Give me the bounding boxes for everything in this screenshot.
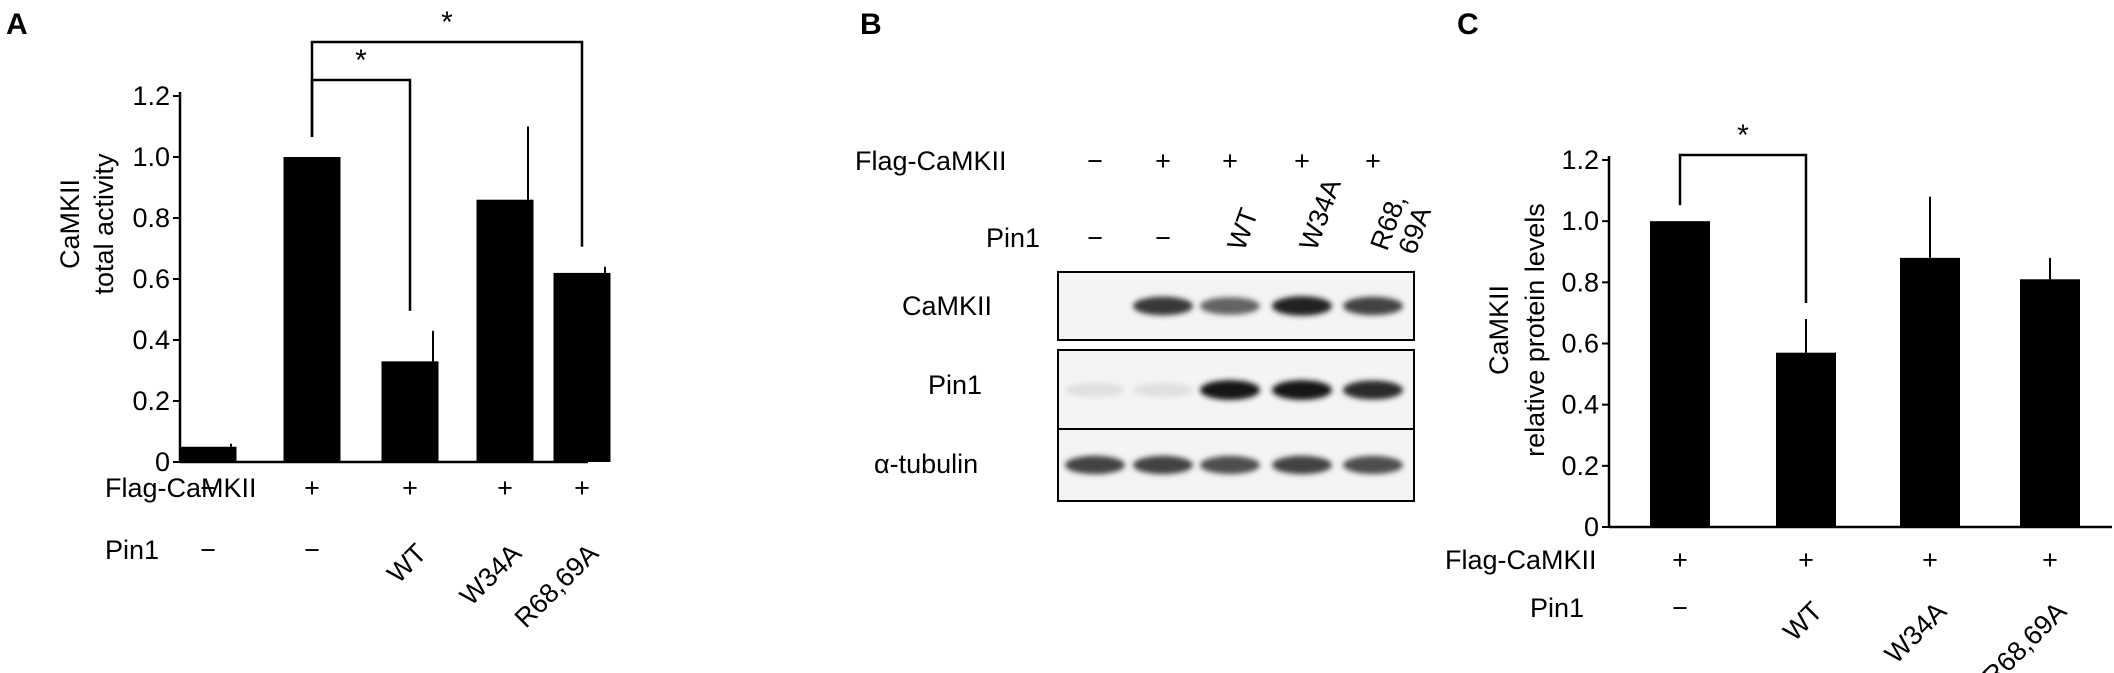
panel-c-flag-sign: + [1922, 545, 1938, 575]
panel-a-pin1-variant: R68,69A [509, 538, 605, 634]
panel-a-pin1-variant: WT [381, 538, 432, 589]
panel-a-significance-label: * [355, 44, 367, 77]
panel-a-significance-bracket [310, 40, 584, 247]
panel-c-y-tick-label: 0.2 [1561, 451, 1599, 481]
panel-a-y-tick-label: 0.6 [132, 264, 170, 294]
panel-a-bar [553, 272, 611, 462]
panel-c-bar [1776, 352, 1836, 527]
blot-row-label-pin1: Pin1 [928, 370, 982, 400]
panel-a-pin1-sign: − [304, 535, 320, 565]
panel-c-pin1-row-label: Pin1 [1530, 593, 1584, 623]
blot-flag-sign: + [1222, 146, 1238, 176]
panel-a-flag-sign: + [574, 473, 590, 503]
blot-flag-label: Flag-CaMKII [855, 146, 1007, 176]
blot-band [1272, 296, 1332, 316]
panel-c-bar [1650, 221, 1710, 527]
panel-a-pin1-row-label: Pin1 [105, 535, 159, 565]
panel-a-ylabel-line2: total activity [89, 153, 119, 295]
panel-a-bar [179, 446, 237, 462]
blot-flag-sign: − [1087, 146, 1103, 176]
blot-flag-sign: + [1365, 146, 1381, 176]
blot-band [1065, 382, 1125, 398]
blot-band [1343, 380, 1403, 400]
blot-band [1343, 296, 1403, 316]
blot-flag-sign: + [1294, 146, 1310, 176]
blot-pin1-variant: W34A [1293, 175, 1346, 254]
panel-a-flag-row-label: Flag-CaMKII [105, 473, 257, 503]
blot-band [1343, 455, 1403, 475]
panel-a-y-tick-label: 1.0 [132, 142, 170, 172]
panel-c-ylabel-line2: relative protein levels [1520, 203, 1550, 457]
blot-band [1200, 297, 1260, 315]
panel-a-y-tick-label: 1.2 [132, 81, 170, 111]
panel-c-pin1-variant: R68,69A [1977, 596, 2073, 673]
panel-c-letter: C [1457, 8, 1479, 41]
panel-c-ylabel-line1: CaMKII [1484, 285, 1514, 375]
panel-c-significance-label: * [1737, 119, 1749, 152]
panel-a-ylabel-line1: CaMKII [55, 179, 85, 269]
blot-band [1065, 455, 1125, 475]
panel-c-pin1-variant: W34A [1879, 596, 1952, 669]
panel-c-flag-sign: + [1798, 545, 1814, 575]
panel-a-pin1-sign: − [200, 535, 216, 565]
panel-a-pin1-variant: W34A [454, 538, 527, 611]
panel-a-y-tick-label: 0.8 [132, 203, 170, 233]
panel-a-flag-sign: − [200, 473, 216, 503]
blot-pin1-sign: − [1155, 223, 1171, 253]
blot-pin1-sign: − [1087, 223, 1103, 253]
panel-c-significance-bracket [1678, 153, 1808, 304]
panel-c-flag-row-label: Flag-CaMKII [1445, 545, 1597, 575]
panel-c-bar [1900, 257, 1960, 527]
blot-band [1272, 380, 1332, 400]
panel-c-y-tick-label: 1.0 [1561, 206, 1599, 236]
panel-a-y-tick-label: 0.4 [132, 325, 170, 355]
blot-pin1-variant: WT [1221, 204, 1264, 254]
panel-a-significance-label: * [441, 6, 453, 39]
panel-a-y-tick-label: 0.2 [132, 386, 170, 416]
blot-band [1200, 380, 1260, 400]
panel-a-flag-sign: + [402, 473, 418, 503]
blot-pin1-label: Pin1 [986, 223, 1040, 253]
panel-a-bar [476, 199, 534, 462]
panel-c-y-tick-label: 0.8 [1561, 267, 1599, 297]
panel-c-y-tick-label: 0 [1584, 512, 1599, 542]
blot-band [1133, 455, 1193, 475]
panel-c-pin1-variant: WT [1777, 596, 1828, 647]
panel-b-blot: Flag-CaMKII Pin1 CaMKII Pin1 α-tubulin −… [855, 146, 1437, 502]
panel-c-y-tick-label: 0.6 [1561, 329, 1599, 359]
panel-c-y-tick-label: 1.2 [1561, 145, 1599, 175]
panel-c-y-tick-label: 0.4 [1561, 390, 1599, 420]
panel-a-letter: A [6, 8, 28, 41]
panel-c-bar [2020, 279, 2080, 527]
panel-a-flag-sign: + [304, 473, 320, 503]
blot-row-label-tubulin: α-tubulin [874, 449, 978, 479]
panel-a-y-tick-label: 0 [155, 447, 170, 477]
blot-band [1133, 296, 1193, 316]
panel-c-pin1-sign: − [1672, 593, 1688, 623]
panel-a-flag-sign: + [497, 473, 513, 503]
blot-row-label-camkii: CaMKII [902, 291, 992, 321]
panel-b-letter: B [860, 8, 882, 41]
blot-band [1200, 455, 1260, 475]
panel-a-bar [283, 157, 341, 462]
panel-c-flag-sign: + [2042, 545, 2058, 575]
blot-band [1133, 382, 1193, 398]
blot-band [1272, 455, 1332, 475]
panel-c-flag-sign: + [1672, 545, 1688, 575]
panel-a-bar [381, 361, 439, 462]
blot-flag-sign: + [1155, 146, 1171, 176]
